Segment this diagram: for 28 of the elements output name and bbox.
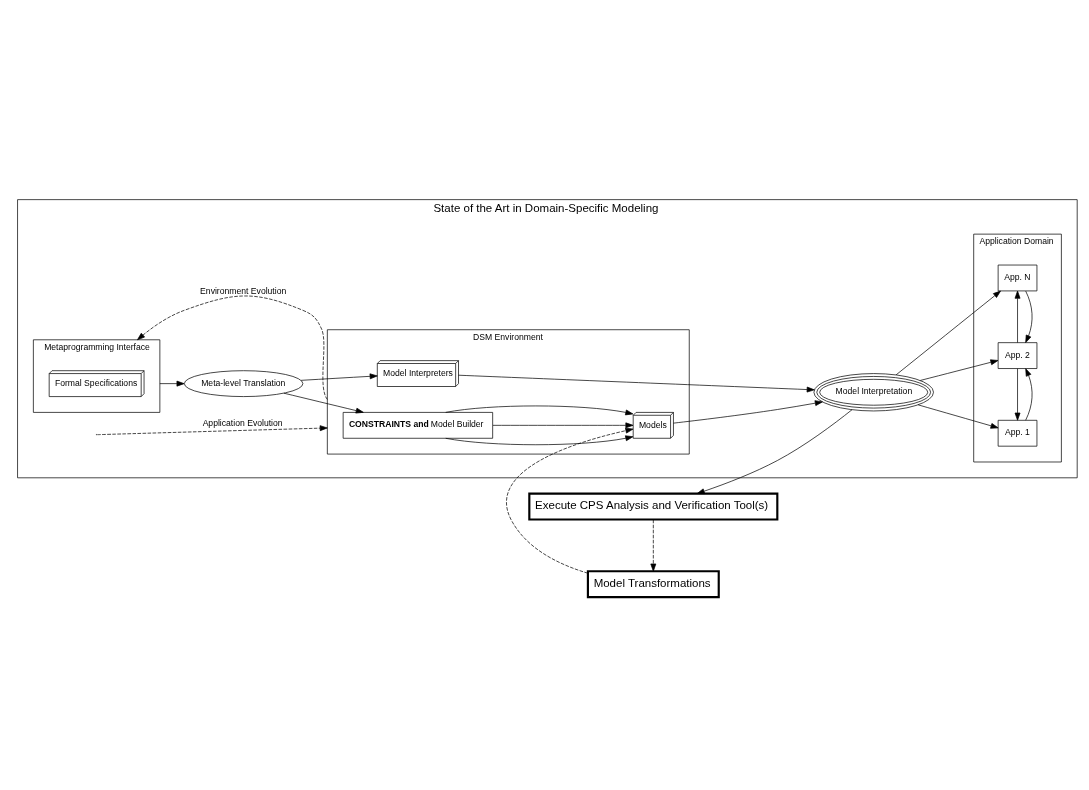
arrow <box>650 518 657 571</box>
arrow <box>458 374 815 392</box>
arrow <box>919 358 999 381</box>
arrow <box>97 424 328 435</box>
arrow <box>492 421 634 428</box>
node-box: Model Transformations <box>586 569 720 598</box>
arrow <box>917 403 999 429</box>
node-box: Execute CPS Analysis and Verification Tool(s) <box>528 492 779 521</box>
arrow <box>673 399 823 423</box>
edge-label: Environment Evolution <box>200 285 287 296</box>
arrow <box>506 427 634 574</box>
arrow <box>300 372 378 381</box>
arrow <box>696 408 853 494</box>
edge-label: Application Evolution <box>202 417 283 428</box>
arrow <box>1014 367 1021 421</box>
arrow <box>1025 290 1033 343</box>
node-ellipse: Meta-level Translation <box>183 369 304 397</box>
arrow <box>895 290 1001 375</box>
arrow <box>1025 367 1033 421</box>
arrow <box>159 380 185 387</box>
node-box: App. 1 <box>997 419 1038 447</box>
arrow <box>445 434 634 445</box>
node-box: App. N <box>997 264 1038 291</box>
node-box: CONSTRAINTS and Model Builder <box>342 411 494 439</box>
node-box: App. 2 <box>997 341 1038 369</box>
arrow <box>1014 290 1021 343</box>
arrow <box>445 405 634 415</box>
arrow <box>283 392 364 413</box>
